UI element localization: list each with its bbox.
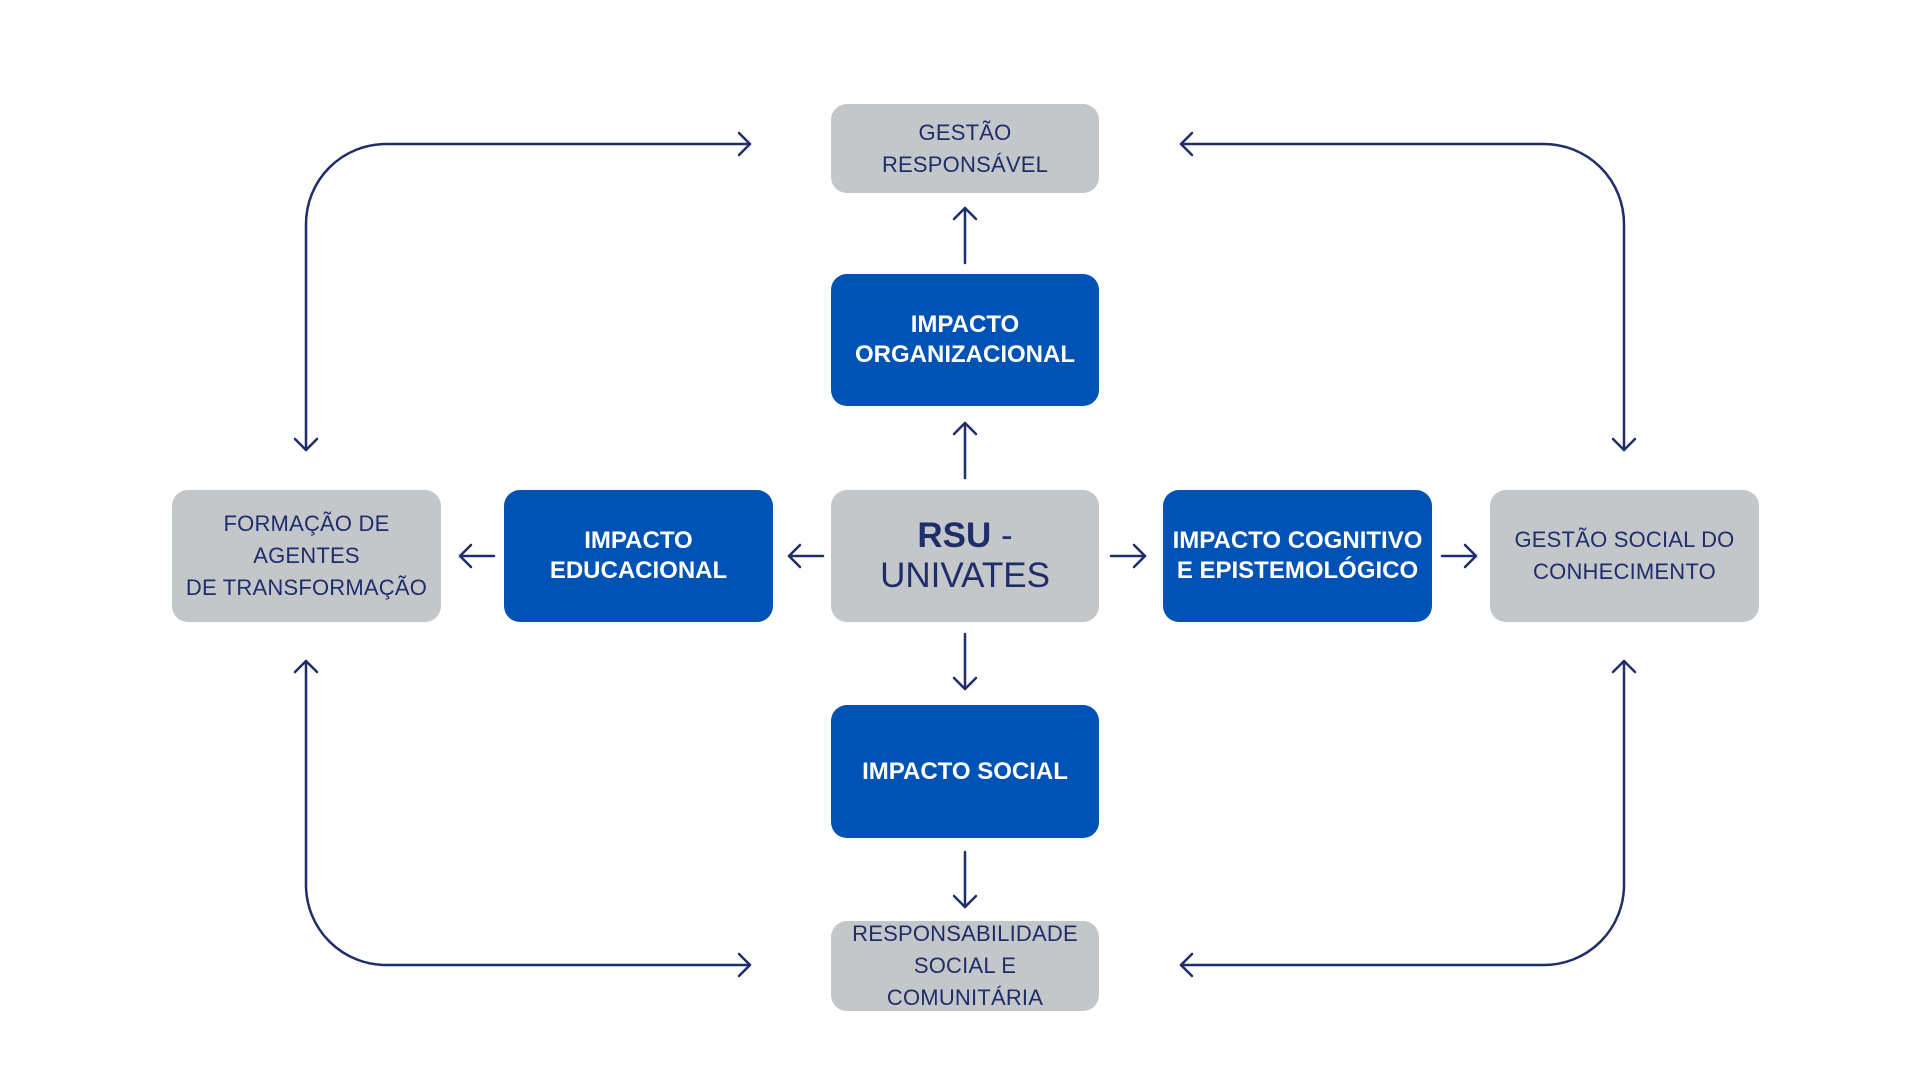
box-rsu-univates: RSU - UNIVATES bbox=[831, 490, 1099, 622]
box-agent-formation: FORMAÇÃO DE AGENTES DE TRANSFORMAÇÃO bbox=[172, 490, 441, 622]
loop-top-right bbox=[1179, 131, 1637, 452]
loop-top-left bbox=[293, 131, 752, 452]
arrow-center-to-organizational bbox=[952, 421, 978, 480]
arrow-center-to-cognitive bbox=[1109, 543, 1147, 569]
box-educational-impact: IMPACTO EDUCACIONAL bbox=[504, 490, 773, 622]
center-title-rsu: RSU bbox=[917, 516, 992, 555]
box-agent-formation-label: FORMAÇÃO DE AGENTES DE TRANSFORMAÇÃO bbox=[185, 511, 428, 600]
box-cognitive-impact-label: IMPACTO COGNITIVO E EPISTEMOLÓGICO bbox=[1172, 527, 1423, 584]
arrow-organizational-to-responsible-management bbox=[952, 206, 978, 265]
box-cognitive-impact: IMPACTO COGNITIVO E EPISTEMOLÓGICO bbox=[1163, 490, 1432, 622]
center-title-univates: - UNIVATES bbox=[880, 516, 1050, 595]
arrow-educational-to-agent-formation bbox=[458, 543, 496, 569]
box-social-impact: IMPACTO SOCIAL bbox=[831, 705, 1099, 838]
arrow-social-to-community-responsibility bbox=[952, 850, 978, 909]
arrow-cognitive-to-knowledge-management bbox=[1440, 543, 1478, 569]
arrow-center-to-educational bbox=[787, 543, 825, 569]
box-organizational-impact-label: IMPACTO ORGANIZACIONAL bbox=[855, 311, 1075, 368]
loop-bottom-left bbox=[293, 659, 752, 978]
box-community-responsibility: RESPONSABILIDADE SOCIAL E COMUNITÁRIA bbox=[831, 921, 1099, 1011]
box-social-knowledge-management-label: GESTÃO SOCIAL DO CONHECIMENTO bbox=[1514, 527, 1735, 584]
box-organizational-impact: IMPACTO ORGANIZACIONAL bbox=[831, 274, 1099, 406]
center-title: RSU - UNIVATES bbox=[839, 516, 1091, 596]
loop-bottom-right bbox=[1179, 659, 1637, 978]
box-social-impact-label: IMPACTO SOCIAL bbox=[862, 757, 1068, 785]
box-responsible-management: GESTÃO RESPONSÁVEL bbox=[831, 104, 1099, 193]
box-educational-impact-label: IMPACTO EDUCACIONAL bbox=[549, 527, 728, 584]
box-social-knowledge-management: GESTÃO SOCIAL DO CONHECIMENTO bbox=[1490, 490, 1759, 622]
arrow-center-to-social bbox=[952, 632, 978, 691]
box-community-responsibility-label: RESPONSABILIDADE SOCIAL E COMUNITÁRIA bbox=[852, 921, 1078, 1010]
box-responsible-management-label: GESTÃO RESPONSÁVEL bbox=[881, 119, 1049, 177]
